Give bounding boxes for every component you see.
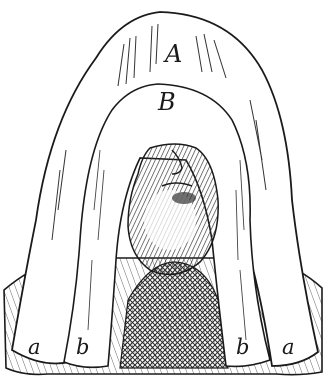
label-a-right: a [282, 335, 295, 359]
label-b-left: b [76, 335, 89, 359]
label-B: B [157, 88, 176, 116]
label-a-left: a [28, 335, 41, 359]
label-A: A [163, 40, 182, 68]
chin-shadow [172, 192, 196, 204]
label-b-right: b [236, 335, 249, 359]
